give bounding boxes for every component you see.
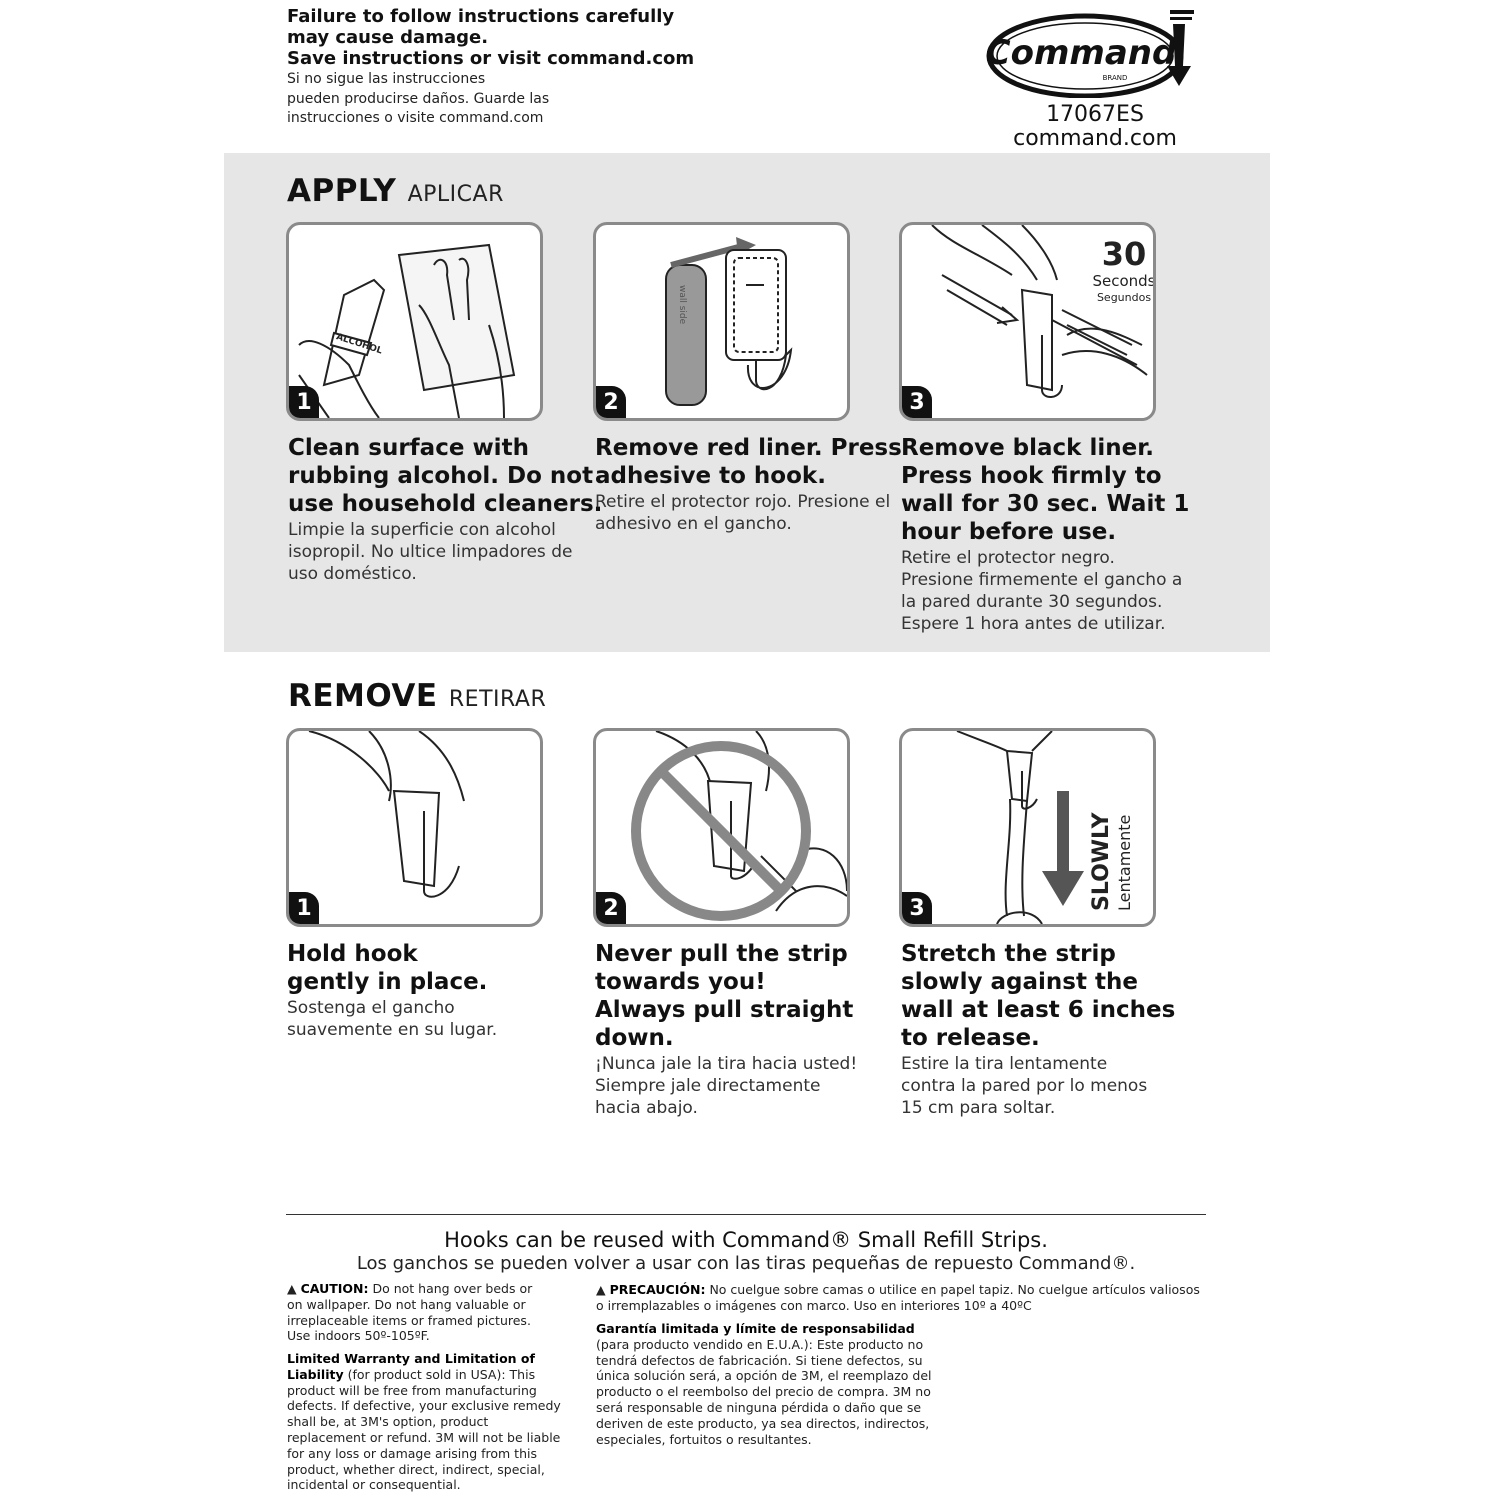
svg-text:Seconds: Seconds bbox=[1092, 272, 1153, 290]
warning-line: Failure to follow instructions carefully bbox=[287, 6, 675, 27]
step-number-badge: 2 bbox=[596, 386, 626, 418]
caution-es-text: No cuelgue sobre camas o utilice en pape… bbox=[596, 1282, 1200, 1313]
step-heading: Stretch the strip slowly against the wal… bbox=[901, 941, 1176, 1051]
svg-text:SLOWLY: SLOWLY bbox=[1089, 811, 1114, 911]
divider bbox=[286, 1214, 1206, 1215]
sku-number: 17067ES bbox=[1046, 102, 1144, 127]
caution-es-label: PRECAUCIÓN: bbox=[609, 1282, 706, 1297]
warranty-en: Limited Warranty and Limitation of Liabi… bbox=[287, 1351, 562, 1493]
svg-text:BRAND: BRAND bbox=[1103, 74, 1128, 82]
warranty-text: (for product sold in USA): This product … bbox=[287, 1366, 561, 1493]
apply-step-2-text: Remove red liner. Press adhesive to hook… bbox=[595, 434, 915, 535]
remove-step-1-image: 1 bbox=[286, 728, 543, 927]
remove-step-1-text: Hold hook gently in place. Sostenga el g… bbox=[287, 940, 517, 1041]
step-text-es: Retire el protector negro. Presione firm… bbox=[901, 548, 1183, 634]
warning-line: may cause damage. bbox=[287, 27, 489, 48]
apply-step-2-image: wall side 2 bbox=[593, 222, 850, 421]
caution-label: CAUTION: bbox=[300, 1281, 369, 1296]
step-heading: Remove black liner. Press hook firmly to… bbox=[901, 435, 1190, 545]
apply-title-es: APLICAR bbox=[407, 182, 504, 207]
step-number-badge: 3 bbox=[902, 892, 932, 924]
svg-text:wall side: wall side bbox=[677, 285, 687, 325]
remove-step-3-image: SLOWLY Lentamente 3 bbox=[899, 728, 1156, 927]
step-number-badge: 3 bbox=[902, 386, 932, 418]
step-text-es: ¡Nunca jale la tira hacia usted! Siempre… bbox=[595, 1054, 858, 1118]
caution-text: Do not hang over beds or on wallpaper. D… bbox=[287, 1281, 533, 1344]
remove-title-en: REMOVE bbox=[288, 678, 438, 714]
apply-step-1-image: ALCOHOL 1 bbox=[286, 222, 543, 421]
reuse-note-es: Los ganchos se pueden volver a usar con … bbox=[356, 1253, 1136, 1274]
step-heading: Never pull the strip towards you! Always… bbox=[595, 941, 854, 1051]
warning-triangle-icon: ▲ bbox=[287, 1281, 297, 1296]
remove-step-2-image: 2 bbox=[593, 728, 850, 927]
svg-text:Lentamente: Lentamente bbox=[1115, 815, 1134, 911]
step-heading: Remove red liner. Press adhesive to hook… bbox=[595, 435, 902, 489]
step-heading: Clean surface with rubbing alcohol. Do n… bbox=[288, 435, 603, 517]
step-number-badge: 2 bbox=[596, 892, 626, 924]
warranty-label: Limited Warranty and Limitation of Liabi… bbox=[287, 1351, 535, 1382]
damage-warning: Failure to follow instructions carefully… bbox=[287, 6, 694, 69]
warranty-es-text: (para producto vendido en E.U.A.): Este … bbox=[596, 1336, 932, 1447]
warranty-es: Garantía limitada y límite de responsabi… bbox=[596, 1321, 936, 1447]
step-text-es: Retire el protector rojo. Presione el ad… bbox=[595, 492, 891, 534]
step-text-es: Estire la tira lentamente contra la pare… bbox=[901, 1054, 1148, 1118]
apply-title-en: APPLY bbox=[287, 173, 397, 209]
remove-title: REMOVE RETIRAR bbox=[288, 678, 546, 714]
step-text-es: Limpie la superficie con alcohol isoprop… bbox=[288, 520, 573, 584]
svg-text:Command: Command bbox=[986, 33, 1177, 73]
svg-text:30: 30 bbox=[1102, 235, 1147, 273]
remove-step-2-text: Never pull the strip towards you! Always… bbox=[595, 940, 865, 1119]
warning-es-line: pueden producirse daños. Guarde las bbox=[287, 90, 550, 107]
warning-es-line: instrucciones o visite command.com bbox=[287, 110, 544, 126]
step-number-badge: 1 bbox=[289, 386, 319, 418]
caution-es: ▲ PRECAUCIÓN: No cuelgue sobre camas o u… bbox=[596, 1282, 1208, 1314]
command-logo: Command BRAND bbox=[985, 6, 1200, 99]
product-code: 17067ES command.com bbox=[1000, 103, 1190, 151]
step-text-es: Sostenga el gancho suavemente en su luga… bbox=[287, 998, 498, 1040]
damage-warning-es: Si no sigue las instrucciones pueden pro… bbox=[287, 70, 549, 129]
warranty-es-label: Garantía limitada y límite de responsabi… bbox=[596, 1321, 915, 1336]
apply-step-1-text: Clean surface with rubbing alcohol. Do n… bbox=[288, 434, 608, 585]
warning-triangle-icon: ▲ bbox=[596, 1282, 606, 1297]
svg-text:Segundos: Segundos bbox=[1097, 291, 1151, 304]
apply-step-3-text: Remove black liner. Press hook firmly to… bbox=[901, 434, 1211, 635]
step-heading: Hold hook gently in place. bbox=[287, 941, 488, 995]
step-number-badge: 1 bbox=[289, 892, 319, 924]
caution-en: ▲ CAUTION: Do not hang over beds or on w… bbox=[287, 1281, 547, 1344]
warning-line: Save instructions or visit command.com bbox=[287, 48, 695, 69]
website: command.com bbox=[1013, 126, 1177, 151]
apply-step-3-image: 30 Seconds Segundos 3 bbox=[899, 222, 1156, 421]
remove-title-es: RETIRAR bbox=[448, 687, 547, 712]
warning-es-line: Si no sigue las instrucciones bbox=[287, 71, 486, 87]
reuse-note: Hooks can be reused with Command® Small … bbox=[444, 1228, 1048, 1252]
remove-step-3-text: Stretch the strip slowly against the wal… bbox=[901, 940, 1191, 1119]
apply-title: APPLY APLICAR bbox=[287, 173, 504, 209]
